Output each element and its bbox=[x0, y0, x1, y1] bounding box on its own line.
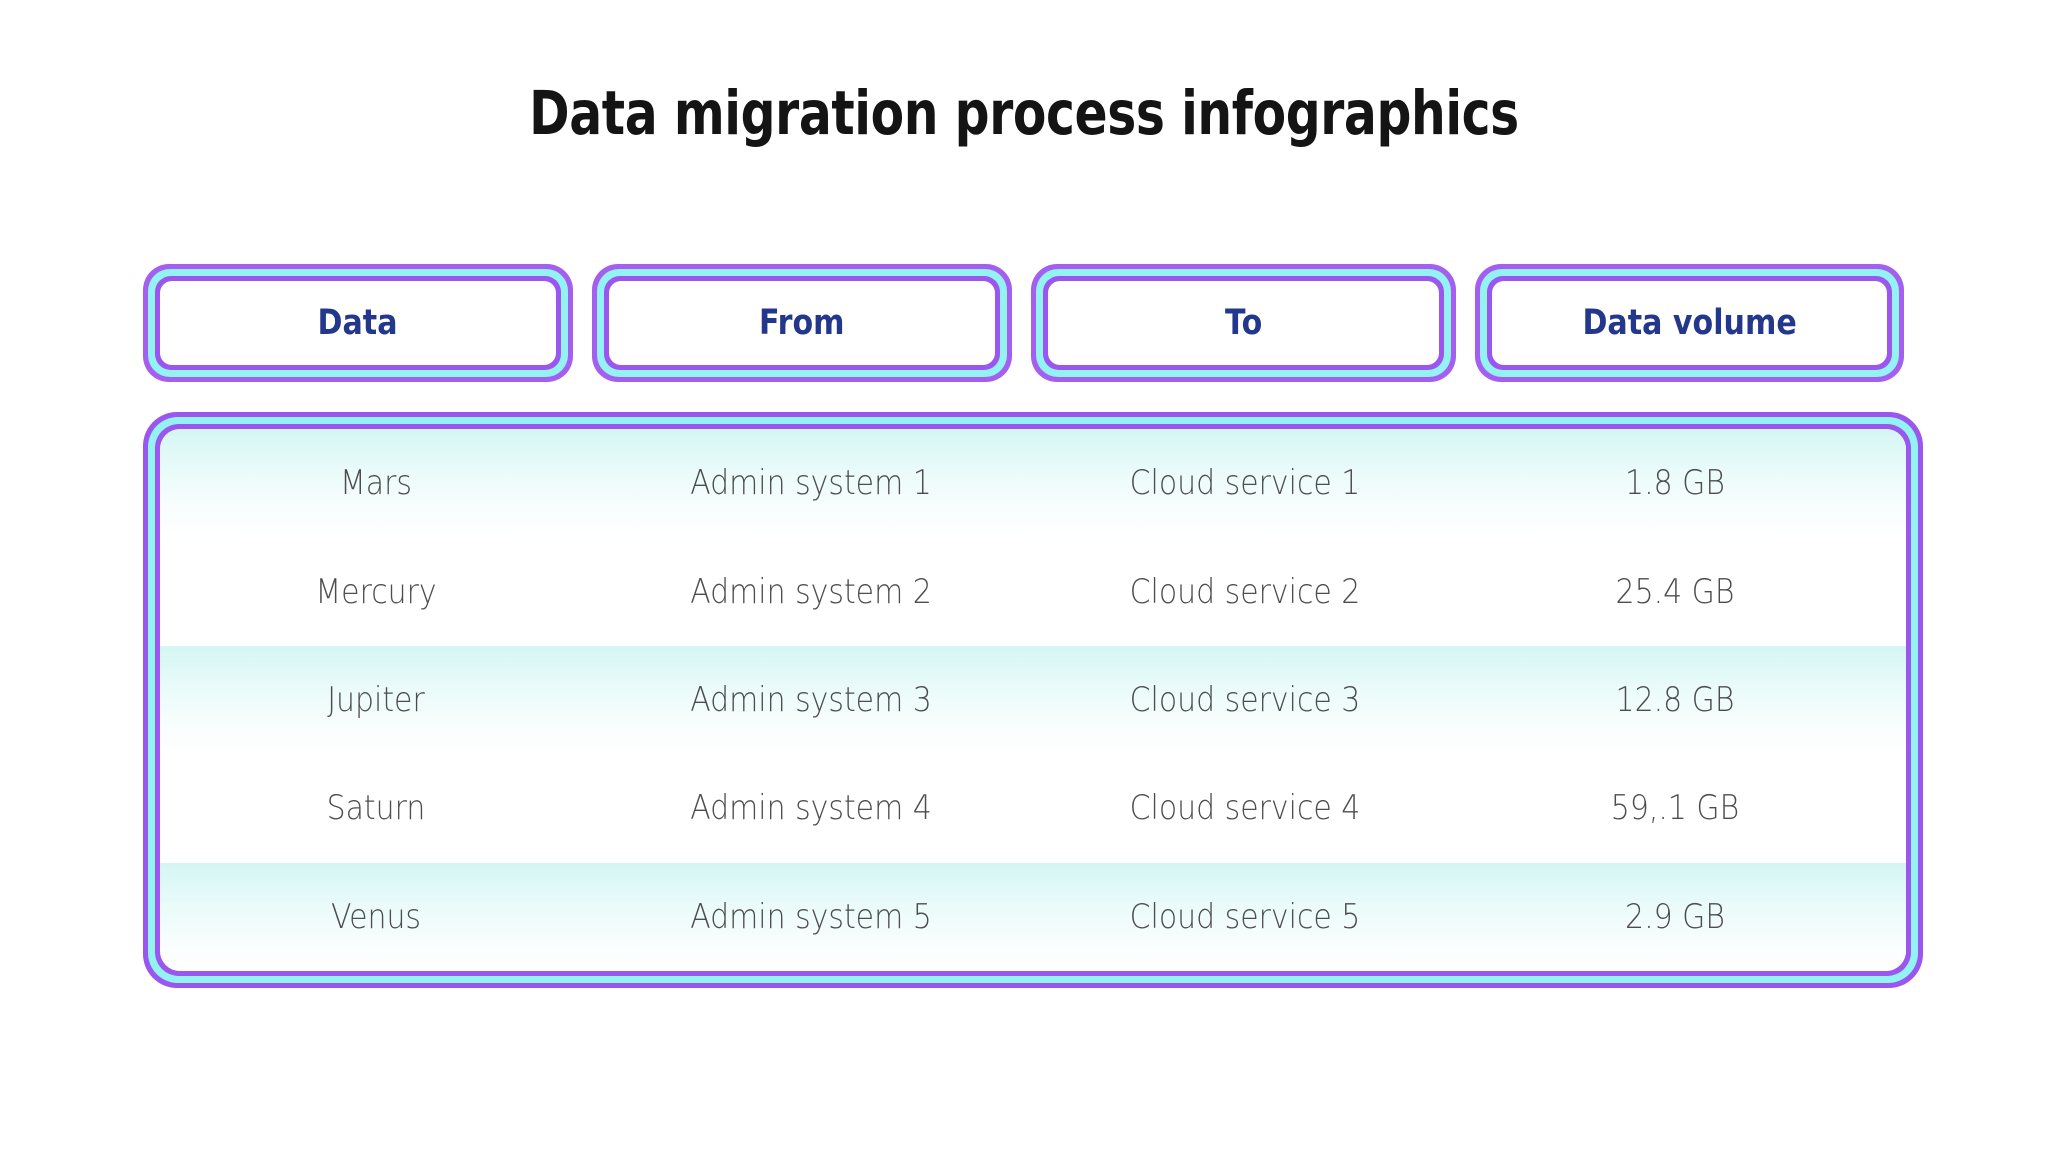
cell-data-volume: 2.9 GB bbox=[1625, 896, 1725, 937]
table-row[interactable]: Venus Admin system 5 Cloud service 5 2.9… bbox=[160, 862, 1906, 971]
header-face: Data volume bbox=[1492, 281, 1887, 365]
cell-to: Cloud service 4 bbox=[1129, 788, 1361, 829]
header-ring-cyan: To bbox=[1036, 269, 1451, 377]
column-header-label: Data volume bbox=[1582, 303, 1797, 343]
column-header-label: From bbox=[759, 303, 845, 343]
table-row[interactable]: Jupiter Admin system 3 Cloud service 3 1… bbox=[160, 645, 1906, 755]
cell-from: Admin system 4 bbox=[690, 788, 932, 829]
cell-data: Mars bbox=[339, 463, 413, 504]
column-header-label: Data bbox=[317, 303, 399, 343]
cell-from: Admin system 3 bbox=[690, 680, 932, 721]
cell-to: Cloud service 2 bbox=[1129, 571, 1361, 612]
column-header-label: To bbox=[1224, 303, 1263, 343]
table-ring-cyan: Mars Admin system 1 Cloud service 1 1.8 … bbox=[148, 417, 1918, 983]
column-header-data-volume[interactable]: Data volume bbox=[1475, 264, 1904, 382]
cell-data-volume: 25.4 GB bbox=[1615, 571, 1735, 612]
cell-from: Admin system 1 bbox=[690, 463, 932, 504]
column-header-from[interactable]: From bbox=[592, 264, 1012, 382]
table-row[interactable]: Mercury Admin system 2 Cloud service 2 2… bbox=[160, 537, 1906, 646]
table-header-row: Data From To bbox=[143, 264, 1923, 382]
cell-to: Cloud service 5 bbox=[1129, 896, 1361, 937]
page-title: Data migration process infographics bbox=[529, 78, 1519, 149]
cell-data-volume: 12.8 GB bbox=[1615, 680, 1735, 721]
cell-from: Admin system 5 bbox=[690, 896, 932, 937]
cell-to: Cloud service 1 bbox=[1129, 463, 1361, 504]
header-ring-cyan: Data bbox=[148, 269, 568, 377]
header-face: To bbox=[1048, 281, 1439, 365]
header-ring-inner: From bbox=[604, 276, 1000, 370]
table-body: Mars Admin system 1 Cloud service 1 1.8 … bbox=[160, 429, 1906, 971]
table-row[interactable]: Saturn Admin system 4 Cloud service 4 59… bbox=[160, 754, 1906, 863]
cell-from: Admin system 2 bbox=[690, 571, 932, 612]
column-header-to[interactable]: To bbox=[1031, 264, 1456, 382]
header-ring-inner: Data bbox=[155, 276, 561, 370]
cell-to: Cloud service 3 bbox=[1129, 680, 1361, 721]
cell-data: Jupiter bbox=[327, 680, 425, 721]
header-ring-inner: To bbox=[1043, 276, 1444, 370]
table-ring-inner: Mars Admin system 1 Cloud service 1 1.8 … bbox=[155, 424, 1911, 976]
table-row[interactable]: Mars Admin system 1 Cloud service 1 1.8 … bbox=[160, 429, 1906, 538]
column-header-data[interactable]: Data bbox=[143, 264, 573, 382]
header-ring-cyan: Data volume bbox=[1480, 269, 1899, 377]
cell-data: Mercury bbox=[315, 571, 437, 612]
cell-data-volume: 59,.1 GB bbox=[1610, 788, 1740, 829]
header-ring-cyan: From bbox=[597, 269, 1007, 377]
table-container: Mars Admin system 1 Cloud service 1 1.8 … bbox=[143, 412, 1923, 988]
header-ring-inner: Data volume bbox=[1487, 276, 1892, 370]
header-face: From bbox=[609, 281, 995, 365]
cell-data-volume: 1.8 GB bbox=[1625, 463, 1725, 504]
cell-data: Saturn bbox=[326, 788, 426, 829]
cell-data: Venus bbox=[330, 896, 422, 937]
header-face: Data bbox=[160, 281, 556, 365]
